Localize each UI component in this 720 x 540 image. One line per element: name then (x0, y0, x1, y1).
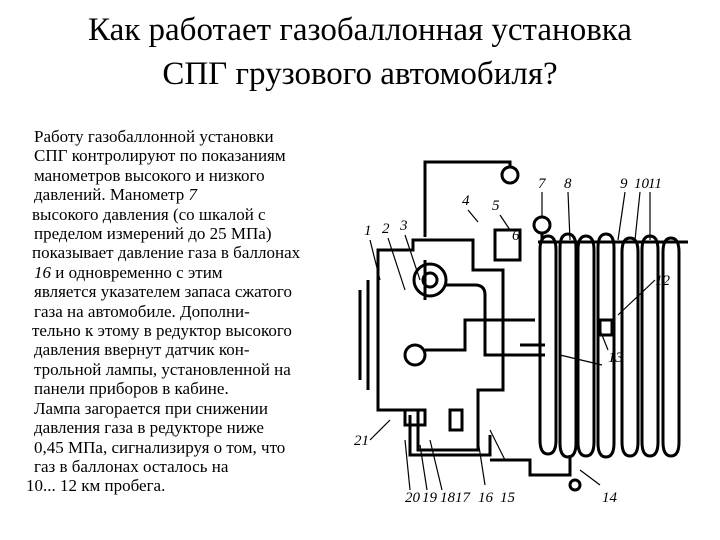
callout-number-12: 12 (655, 273, 671, 289)
callout-number-20: 20 (405, 490, 421, 506)
text-line-plain: давления ввернут датчик кон- (34, 340, 250, 360)
text-line: Лампа загорается при снижении (24, 399, 359, 418)
text-line-plain: трольной лампы, установленной на (34, 359, 291, 379)
text-line-plain: является указателем запаса сжатого (34, 282, 292, 302)
callout-number-16: 16 (478, 490, 494, 506)
callout-number-3: 3 (399, 218, 408, 234)
text-line-plain: СПГ контролируют по показаниям (34, 146, 286, 166)
manometer-7 (532, 215, 552, 235)
callout-number-11: 11 (648, 176, 662, 192)
valve-6 (493, 228, 522, 262)
callout-number-18: 18 (440, 490, 456, 506)
text-line: высокого давления (со шкалой с (24, 205, 359, 224)
callout-number-5: 5 (492, 198, 500, 214)
text-line: показывает давление газа в баллонах (24, 243, 359, 262)
text-line: является указателем запаса сжатого (24, 282, 359, 301)
text-line-plain: пределом измерений до 25 МПа) (34, 224, 272, 244)
text-line: пределом измерений до 25 МПа) (24, 224, 359, 243)
title-line-2: СПГ грузового автомобиля? (162, 56, 558, 92)
title-line-1: Как работает газобаллонная установка (88, 12, 632, 48)
text-line: давления газа в редукторе ниже (24, 418, 359, 437)
text-line-italic-ref: 7 (188, 185, 197, 205)
heater (520, 343, 545, 357)
callout-number-1: 1 (364, 223, 372, 239)
text-line-plain: газа на автомобиле. Дополни- (34, 301, 250, 321)
reducer (412, 262, 448, 298)
callout-number-8: 8 (564, 176, 572, 192)
text-line: газ в баллонах осталось на (24, 457, 359, 476)
text-line: давлений. Манометр 7 (24, 185, 359, 204)
pipe-bottom (490, 455, 572, 477)
callout-number-21: 21 (354, 433, 369, 449)
text-line-plain: газ в баллонах осталось на (34, 456, 229, 476)
text-line-plain: тельно к этому в редуктор высокого (32, 321, 292, 341)
text-line-plain: показывает давление газа в баллонах (32, 243, 301, 263)
text-line-plain: давления газа в редукторе ниже (34, 418, 264, 438)
text-line-italic-ref: 16 (34, 262, 51, 282)
callout-number-2: 2 (382, 221, 390, 237)
callout-number-6: 6 (512, 228, 520, 244)
text-line: 0,45 МПа, сигнализируя о том, что (24, 438, 359, 457)
text-line: Работу газобаллонной установки (24, 127, 359, 146)
callout-number-19: 19 (422, 490, 438, 506)
fan (358, 280, 370, 390)
callout-leaders (369, 191, 656, 491)
pipe-1 (445, 283, 540, 357)
text-line: тельно к этому в редуктор высокого (24, 321, 359, 340)
page-title: Как работает газобаллонная установка СПГ… (0, 8, 720, 96)
text-line-plain: Лампа загорается при снижении (34, 398, 268, 418)
callout-number-9: 9 (620, 176, 628, 192)
gas-cylinders (538, 232, 681, 459)
text-line: давления ввернут датчик кон- (24, 340, 359, 359)
text-line: панели приборов в кабине. (24, 379, 359, 398)
callout-number-7: 7 (538, 176, 547, 192)
callout-number-17: 17 (455, 490, 472, 506)
pipe-2 (425, 318, 535, 352)
pipe-3 (408, 415, 492, 457)
callout-number-13: 13 (608, 350, 623, 366)
heat-exchanger (598, 318, 614, 337)
reducer-low (403, 343, 427, 367)
text-line-plain: 0,45 МПа, сигнализируя о том, что (34, 437, 286, 457)
callout-number-14: 14 (602, 490, 618, 506)
text-line-plain: панели приборов в кабине. (34, 379, 229, 399)
text-line-continuation: и одновременно с этим (51, 262, 223, 282)
text-line-plain: высокого давления (со шкалой с (32, 204, 266, 224)
text-line-plain: давлений. Манометр (34, 185, 189, 205)
text-line-plain: Работу газобаллонной установки (34, 127, 274, 146)
text-line: трольной лампы, установленной на (24, 360, 359, 379)
valve-5 (500, 165, 520, 185)
gas-line-upper (423, 160, 490, 300)
text-line-plain: манометров высокого и низкого (34, 165, 265, 185)
text-line: манометров высокого и низкого (24, 166, 359, 185)
text-line: газа на автомобиле. Дополни- (24, 302, 359, 321)
text-line: СПГ контролируют по показаниям (24, 146, 359, 165)
text-line: 10... 12 км пробега. (24, 476, 359, 495)
callout-number-10: 10 (634, 176, 650, 192)
text-line-plain: 10... 12 км пробега. (26, 476, 166, 496)
filler-valve (568, 478, 582, 492)
callout-number-4: 4 (462, 193, 470, 209)
text-line: 16 и одновременно с этим (24, 263, 359, 282)
diagram-drawing (358, 160, 688, 492)
callout-number-15: 15 (500, 490, 516, 506)
